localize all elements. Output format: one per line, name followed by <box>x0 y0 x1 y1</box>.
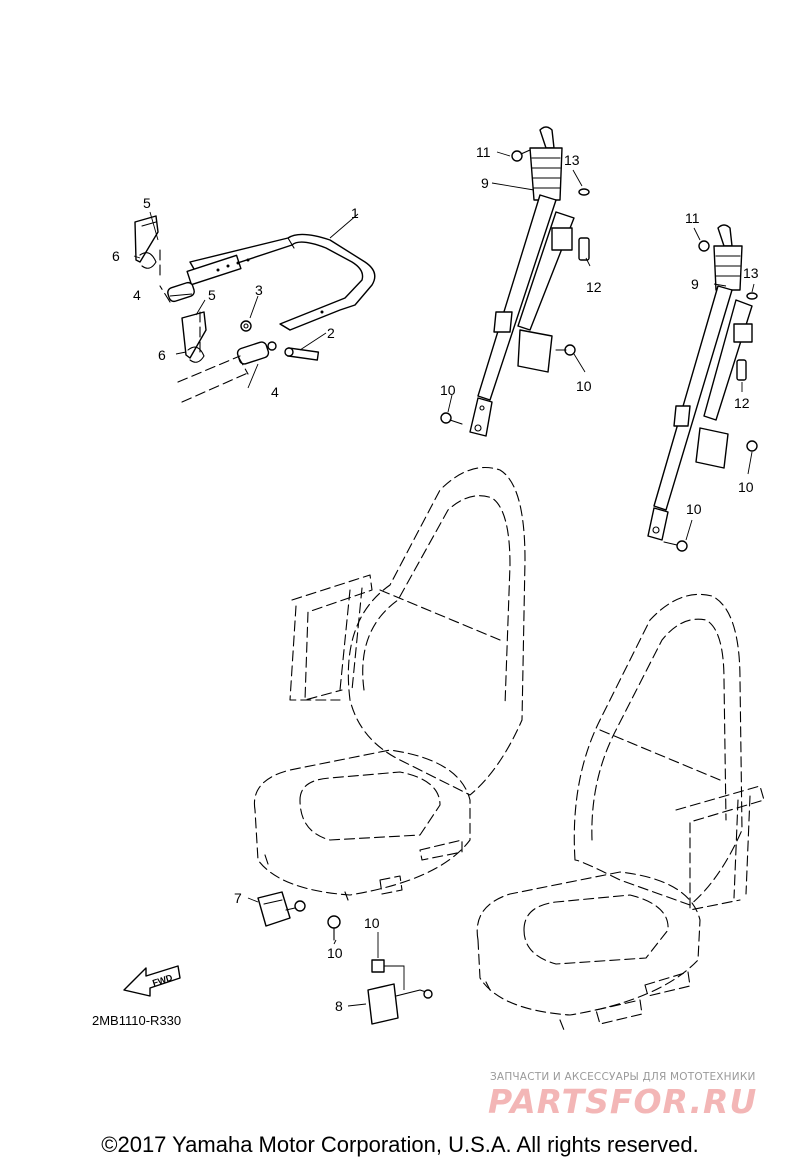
callout-11-right: 11 <box>685 210 700 226</box>
callout-9-left: 9 <box>481 175 489 191</box>
diagram-code: 2MB1110-R330 <box>92 1013 182 1028</box>
callout-10-belt2-right: 10 <box>738 479 754 495</box>
bolt-10-e <box>327 915 341 941</box>
callout-9-right: 9 <box>691 276 699 292</box>
callout-4-lower: 4 <box>271 384 279 400</box>
bolt-11-b <box>698 240 710 252</box>
bolt-12-b <box>736 359 747 381</box>
callout-6-lower: 6 <box>158 347 166 363</box>
bolt-10-f <box>371 959 385 973</box>
callout-12-right: 12 <box>734 395 750 411</box>
fwd-arrow-icon <box>123 965 181 997</box>
seat-belt-2 <box>647 224 753 541</box>
callout-7: 7 <box>234 890 242 906</box>
bolt-2 <box>284 347 320 361</box>
copyright-notice: ©2017 Yamaha Motor Corporation, U.S.A. A… <box>101 1132 699 1157</box>
sleeve-upper <box>167 281 195 303</box>
callout-12-left: 12 <box>586 279 602 295</box>
callout-10-buckle7: 10 <box>327 945 343 961</box>
callout-10-belt2-lower: 10 <box>686 501 702 517</box>
callout-10-buckle8: 10 <box>364 915 380 931</box>
watermark-brand: PARTSFOR.RU <box>488 1082 758 1121</box>
callout-13-left: 13 <box>564 152 580 168</box>
bolt-10-d <box>663 540 688 552</box>
callout-1: 1 <box>351 205 359 221</box>
bolt-10-b <box>440 412 463 425</box>
washer-13-b <box>746 292 758 300</box>
bracket-upper <box>134 215 159 269</box>
callout-5-lower: 5 <box>208 287 216 303</box>
callout-5-upper: 5 <box>143 195 151 211</box>
callout-8: 8 <box>335 998 343 1014</box>
bracket-lower <box>181 311 207 363</box>
seat-1 <box>253 466 526 901</box>
callout-3: 3 <box>255 282 263 298</box>
bolt-10-c <box>746 440 758 452</box>
bolt-12-a <box>578 237 590 261</box>
callout-4-upper: 4 <box>133 287 141 303</box>
watermark-tagline: ЗАПЧАСТИ И АКСЕССУАРЫ ДЛЯ МОТОТЕХНИКИ <box>490 1071 756 1083</box>
callout-13-right: 13 <box>743 265 759 281</box>
buckle-7 <box>257 891 306 927</box>
bolt-10-a <box>555 344 576 356</box>
callout-2: 2 <box>327 325 335 341</box>
bolt-11-a <box>511 149 531 162</box>
callout-10-belt1-lower: 10 <box>440 382 456 398</box>
grab-bar <box>186 233 376 331</box>
callout-6-upper: 6 <box>112 248 120 264</box>
nut-3 <box>240 320 252 332</box>
buckle-8 <box>367 983 433 1025</box>
callout-10-belt1-right: 10 <box>576 378 592 394</box>
seat-belt-1 <box>469 126 575 437</box>
callout-11-left: 11 <box>476 144 491 160</box>
washer-left <box>267 341 277 351</box>
washer-13-a <box>578 188 590 196</box>
seat-2 <box>476 593 765 1031</box>
